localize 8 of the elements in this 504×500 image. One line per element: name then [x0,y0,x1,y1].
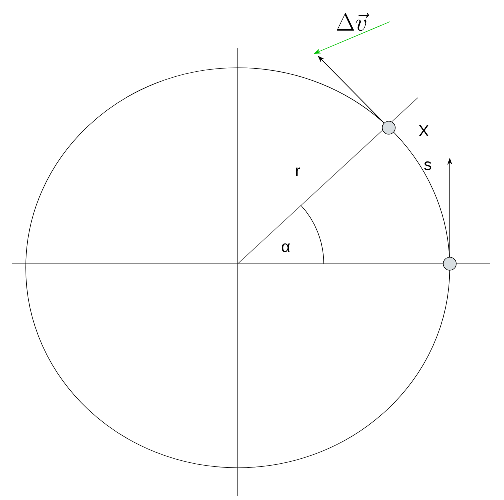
vector-label: $\Delta\vec{v}$ [337,13,370,32]
symbol-label: r [296,168,300,176]
symbol-label: s [424,162,432,170]
symbol-label: α [282,244,290,252]
point-marker [443,257,457,271]
point-marker [382,121,396,135]
symbol-label: X [419,126,429,136]
vector-arrow [318,56,385,124]
